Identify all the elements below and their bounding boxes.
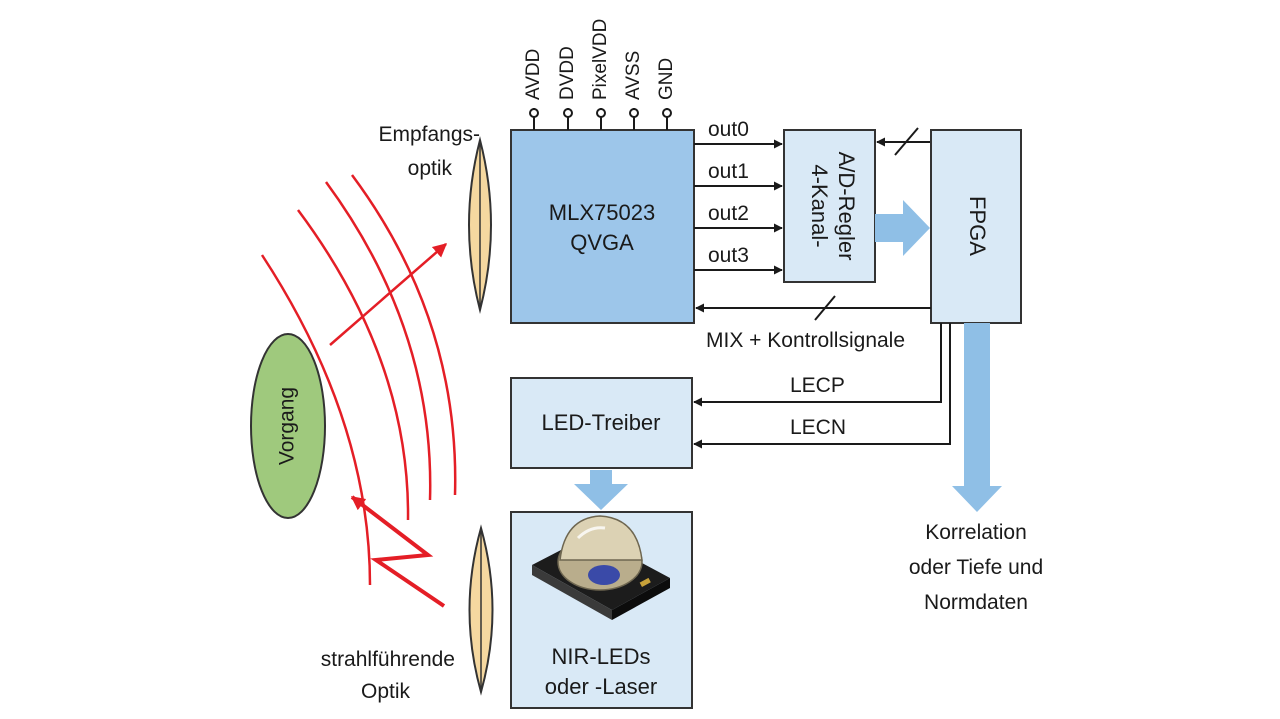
adc-to-fpga-bus-arrow [875,200,930,256]
fpga-block: FPGA [930,129,1022,324]
supply-pin: AVDD [523,49,544,130]
result-line1: Korrelation [925,521,1027,544]
sensor-resolution: QVGA [570,230,634,255]
adc-block: 4-Kanal- A/D-Regler [783,129,876,283]
beam-lens [468,524,494,696]
emitter-line1: NIR-LEDs [551,644,650,669]
led-driver-box [510,377,693,469]
beam-optics-line2: Optik [361,680,411,703]
sensor-block: MLX75023 QVGA [510,129,695,324]
pin-label-avss: AVSS [623,51,644,100]
led-driver-label: LED-Treiber [542,410,661,435]
lecn-label: LECN [790,416,846,439]
pin-label-avdd: AVDD [523,49,544,100]
adc-line2: A/D-Regler [834,152,859,261]
sensor-box [510,129,695,324]
receive-optics-line1: Empfangs- [378,123,480,146]
wave-arc-1 [260,254,372,586]
wave-arc-2 [296,209,410,521]
wave-arc-3 [324,181,432,501]
supply-pin: GND [656,58,677,130]
supply-pin: DVDD [557,46,578,130]
adc-box [783,129,876,283]
lecp-line [693,323,942,407]
led-package-icon [532,515,670,620]
supply-pin: PixelVDD [590,19,611,130]
emitter-block: NIR-LEDs oder -Laser [510,511,693,709]
object-vorgang: Vorgang [250,333,326,519]
result-line3: Normdaten [924,591,1028,614]
out1-label: out1 [708,160,749,183]
light-waves [260,174,457,586]
fpga-box [930,129,1022,324]
emitter-line2: oder -Laser [545,674,658,699]
supply-pins: AVDD DVDD PixelVDD AVSS GND [523,19,677,130]
output-lines [694,139,783,275]
lecp-label: LECP [790,374,845,397]
sensor-name: MLX75023 [549,200,655,225]
lecn-line [693,323,951,449]
pin-label-pixelvdd: PixelVDD [590,19,611,100]
receive-lens [468,136,492,314]
reflected-ray [329,243,448,346]
supply-pin: AVSS [623,51,644,130]
pin-label-gnd: GND [656,58,677,100]
driver-to-emitter-arrow [574,470,628,510]
led-driver-block: LED-Treiber [510,377,693,469]
signal-bolt-icon [350,495,446,608]
out2-label: out2 [708,202,749,225]
adc-line1: 4-Kanal- [807,164,832,247]
out0-label: out0 [708,118,749,141]
fpga-output-arrow [952,323,1002,512]
bus-slash [814,295,836,321]
object-shape [250,333,326,519]
pin-label-dvdd: DVDD [557,46,578,100]
wave-arc-4 [350,174,457,496]
object-label: Vorgang [276,387,299,465]
fpga-label: FPGA [965,196,990,256]
receive-optics-line2: optik [408,157,453,180]
out3-label: out3 [708,244,749,267]
beam-optics-line1: strahlführende [321,648,455,671]
mix-control-label: MIX + Kontrollsignale [706,329,905,352]
bus-slash [894,127,919,156]
result-line2: oder Tiefe und [909,556,1043,579]
